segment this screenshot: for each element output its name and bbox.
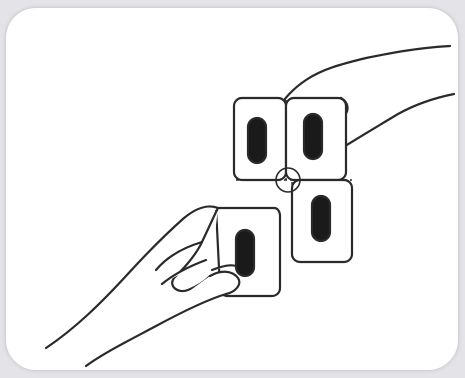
capsule-icon — [312, 196, 330, 241]
capsule-icon — [304, 114, 322, 159]
illustration-card — [6, 8, 458, 370]
bottom-hand — [46, 206, 239, 366]
blister-pack-peel-icon — [6, 8, 458, 370]
capsule-icon — [236, 230, 254, 276]
capsule-icon — [248, 118, 266, 163]
